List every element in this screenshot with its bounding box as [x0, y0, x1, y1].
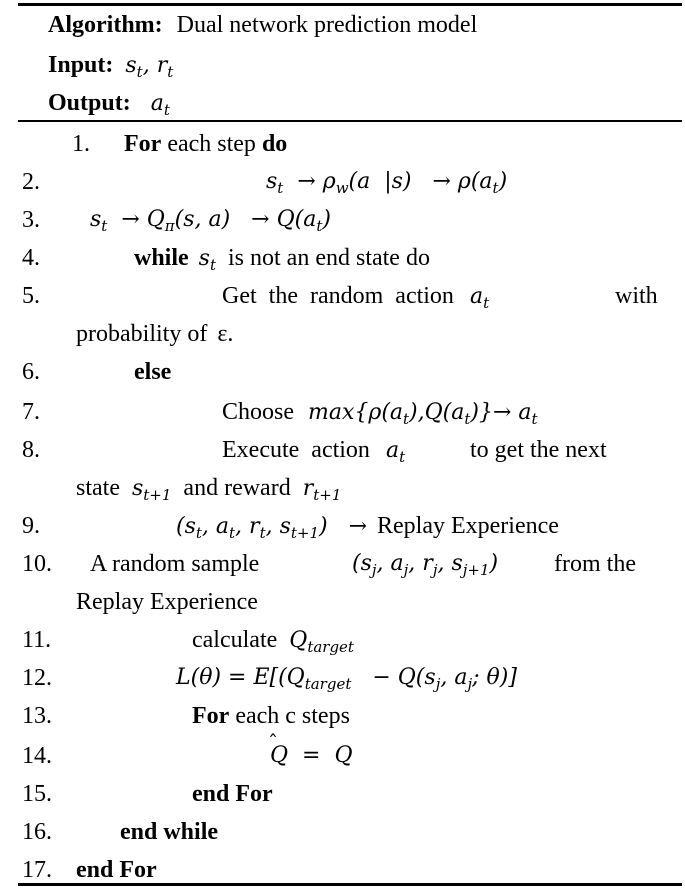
- step-number: 4.: [22, 245, 40, 271]
- loss-expression: L(θ) = E[(Qtarget − Q(sj, aj; θ)]: [176, 665, 517, 693]
- policy-expression: st → ρw(a |s) → ρ(at): [266, 169, 508, 197]
- header-rule: [18, 120, 682, 122]
- step-number: 1.: [72, 131, 90, 157]
- step-number: 9.: [22, 513, 40, 539]
- step-number: 17.: [22, 857, 52, 883]
- step-number: 7.: [22, 399, 40, 425]
- step-number: 12.: [22, 665, 52, 691]
- step-number: 10.: [22, 551, 52, 577]
- step-number: 6.: [22, 359, 40, 385]
- step-number: 16.: [22, 819, 52, 845]
- q-expression: st → Qπ(s, a) → Q(at): [90, 207, 331, 235]
- step-number: 14.: [22, 743, 52, 769]
- step-number: 3.: [22, 207, 40, 233]
- top-rule: [18, 3, 682, 6]
- step-number: 11.: [22, 627, 52, 653]
- step-number: 8.: [22, 437, 40, 463]
- step-number: 5.: [22, 283, 40, 309]
- step-number: 2.: [22, 169, 40, 195]
- step-number: 15.: [22, 781, 52, 807]
- algorithm-label: Algorithm:: [48, 12, 163, 38]
- algorithm-name: Dual network prediction model: [176, 12, 478, 38]
- output-label: Output:: [48, 90, 131, 116]
- bottom-rule: [18, 883, 682, 886]
- input-label: Input:: [48, 52, 114, 78]
- output-value: at: [150, 91, 170, 119]
- input-value: st, rt: [125, 53, 174, 81]
- step-number: 13.: [22, 703, 52, 729]
- target-update-expression: Q = Q: [268, 727, 353, 771]
